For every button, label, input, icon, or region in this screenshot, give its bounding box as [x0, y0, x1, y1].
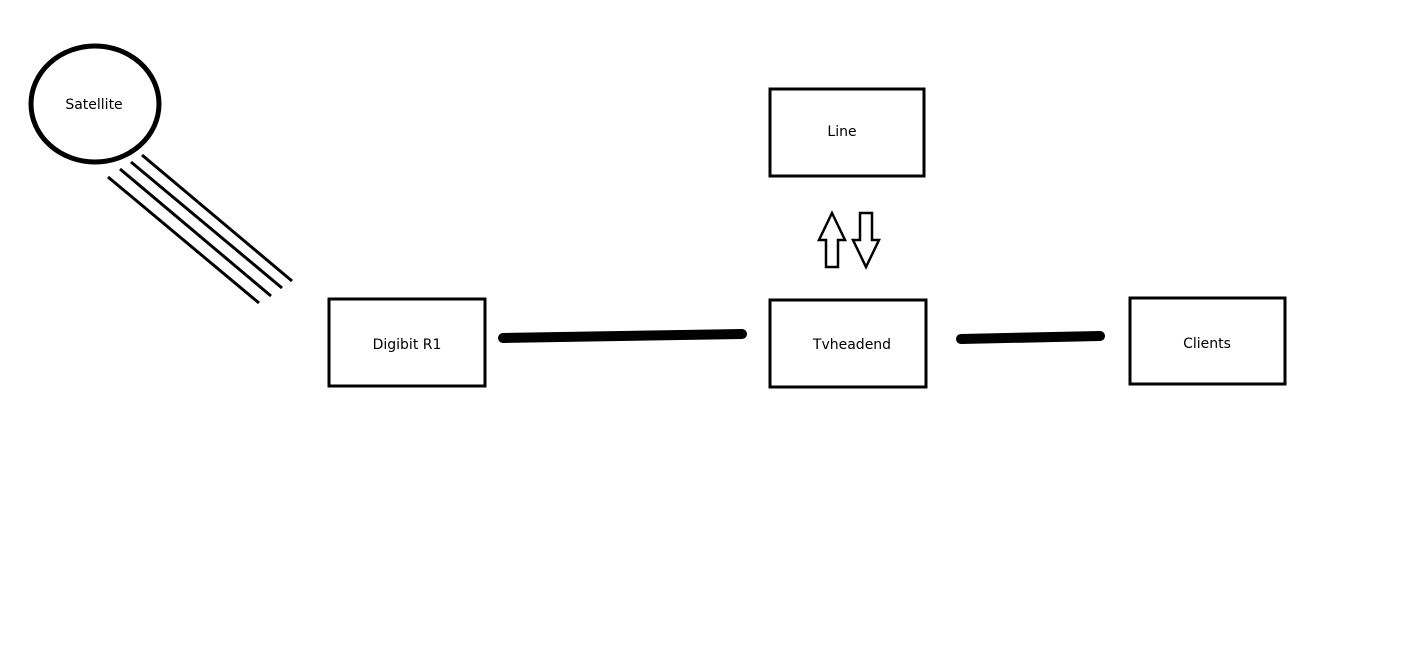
signal-line — [130, 160, 283, 290]
satellite-signal-lines — [107, 153, 293, 305]
satellite-node: Satellite — [28, 43, 162, 165]
line-node: Line — [768, 87, 926, 178]
up-arrow-icon — [817, 210, 847, 269]
line-label: Line — [827, 124, 856, 140]
bidirectional-arrows — [817, 210, 881, 270]
clients-node: Clients — [1128, 296, 1287, 386]
line-box — [768, 87, 926, 178]
satellite-circle — [28, 43, 162, 165]
tvheadend-box — [768, 298, 928, 389]
digibit-label: Digibit R1 — [373, 337, 442, 353]
signal-line — [107, 175, 260, 305]
signal-line — [119, 167, 272, 298]
digibit-box — [327, 297, 487, 388]
digibit-node: Digibit R1 — [327, 297, 487, 388]
clients-box — [1128, 296, 1287, 386]
signal-line — [141, 153, 293, 283]
satellite-label: Satellite — [65, 97, 122, 113]
clients-label: Clients — [1183, 336, 1231, 352]
tvheadend-clients-connector — [956, 331, 1105, 344]
tvheadend-label: Tvheadend — [812, 337, 891, 353]
down-arrow-icon — [851, 211, 881, 270]
digibit-tvheadend-connector — [498, 329, 747, 343]
tvheadend-node: Tvheadend — [768, 298, 928, 389]
